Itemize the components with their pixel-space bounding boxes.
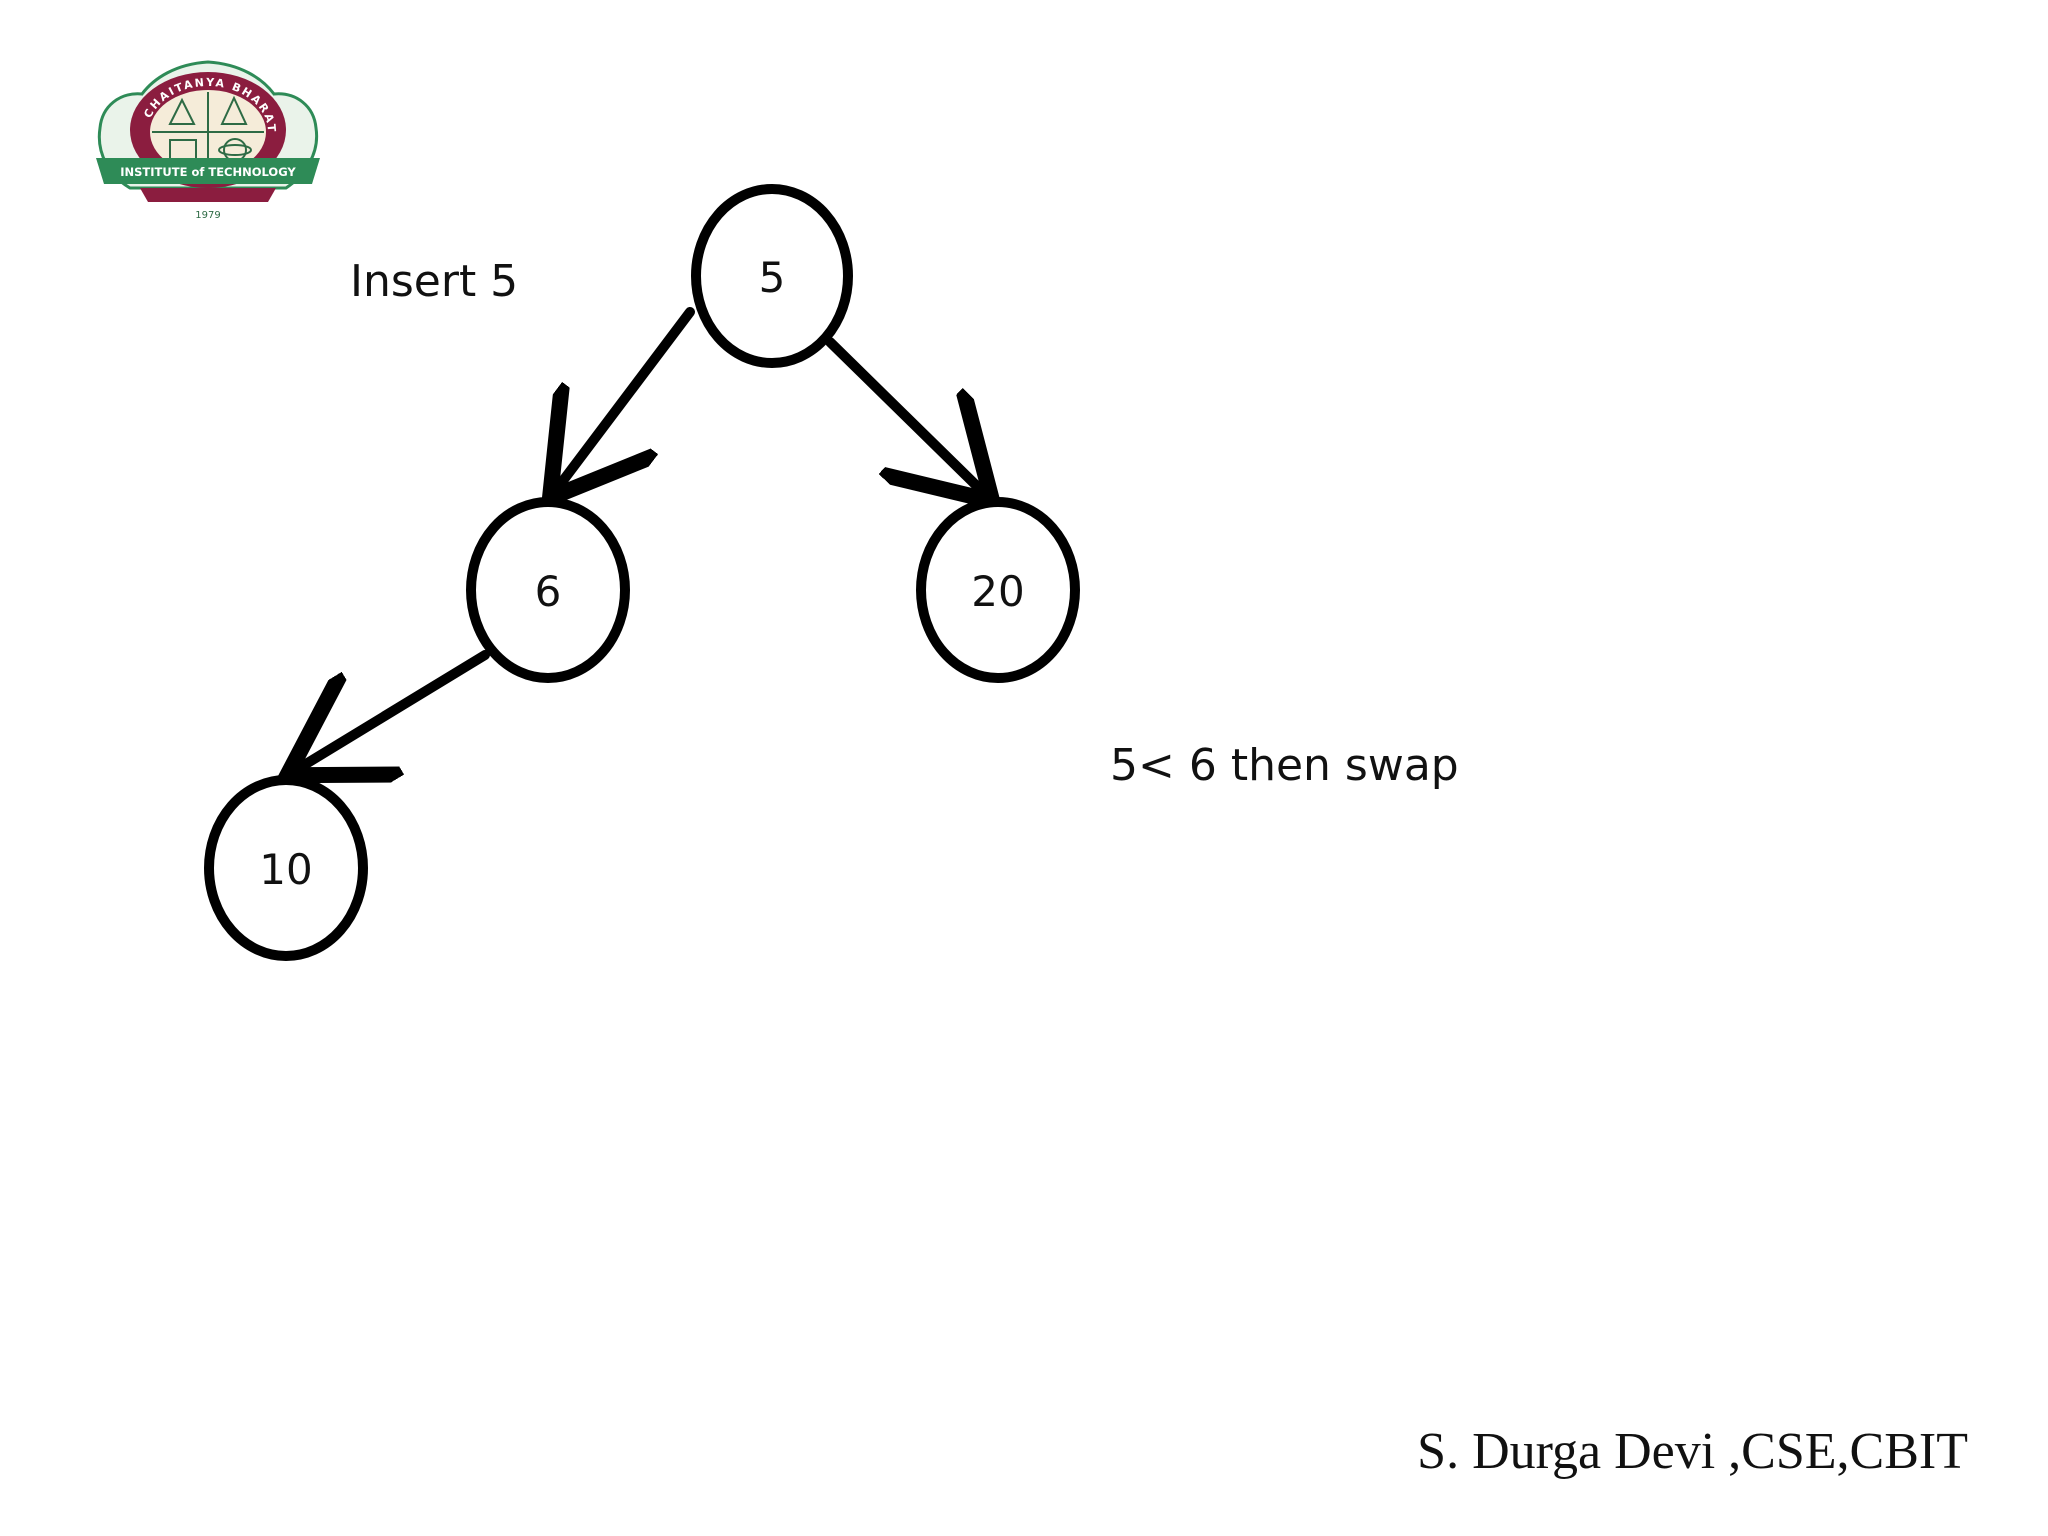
edge-5-to-6 <box>556 307 695 490</box>
seal-motto-ribbon <box>140 188 276 202</box>
node-label: 6 <box>535 567 562 616</box>
seal-banner-text: INSTITUTE of TECHNOLOGY <box>120 165 296 179</box>
edge-5-to-20 <box>825 337 985 494</box>
seal-year: 1979 <box>195 210 220 221</box>
step-label: Insert 5 <box>350 256 519 307</box>
tree-node: 5 <box>691 184 853 368</box>
tree-node: 20 <box>916 497 1080 683</box>
seal-banner <box>96 158 320 184</box>
footer-credit: S. Durga Devi ,CSE,CBIT <box>1417 1423 1968 1480</box>
node-label: 5 <box>759 253 786 302</box>
college-seal-logo: CHAITANYA BHARATHI INSTITUTE of TECHNOLO… <box>90 58 320 221</box>
node-label: 20 <box>971 567 1024 616</box>
edge-6-to-10 <box>296 650 490 770</box>
tree-node: 10 <box>204 775 368 961</box>
tree-node: 6 <box>466 497 630 683</box>
node-label: 10 <box>259 845 312 894</box>
comparison-note: 5< 6 then swap <box>1110 740 1459 791</box>
